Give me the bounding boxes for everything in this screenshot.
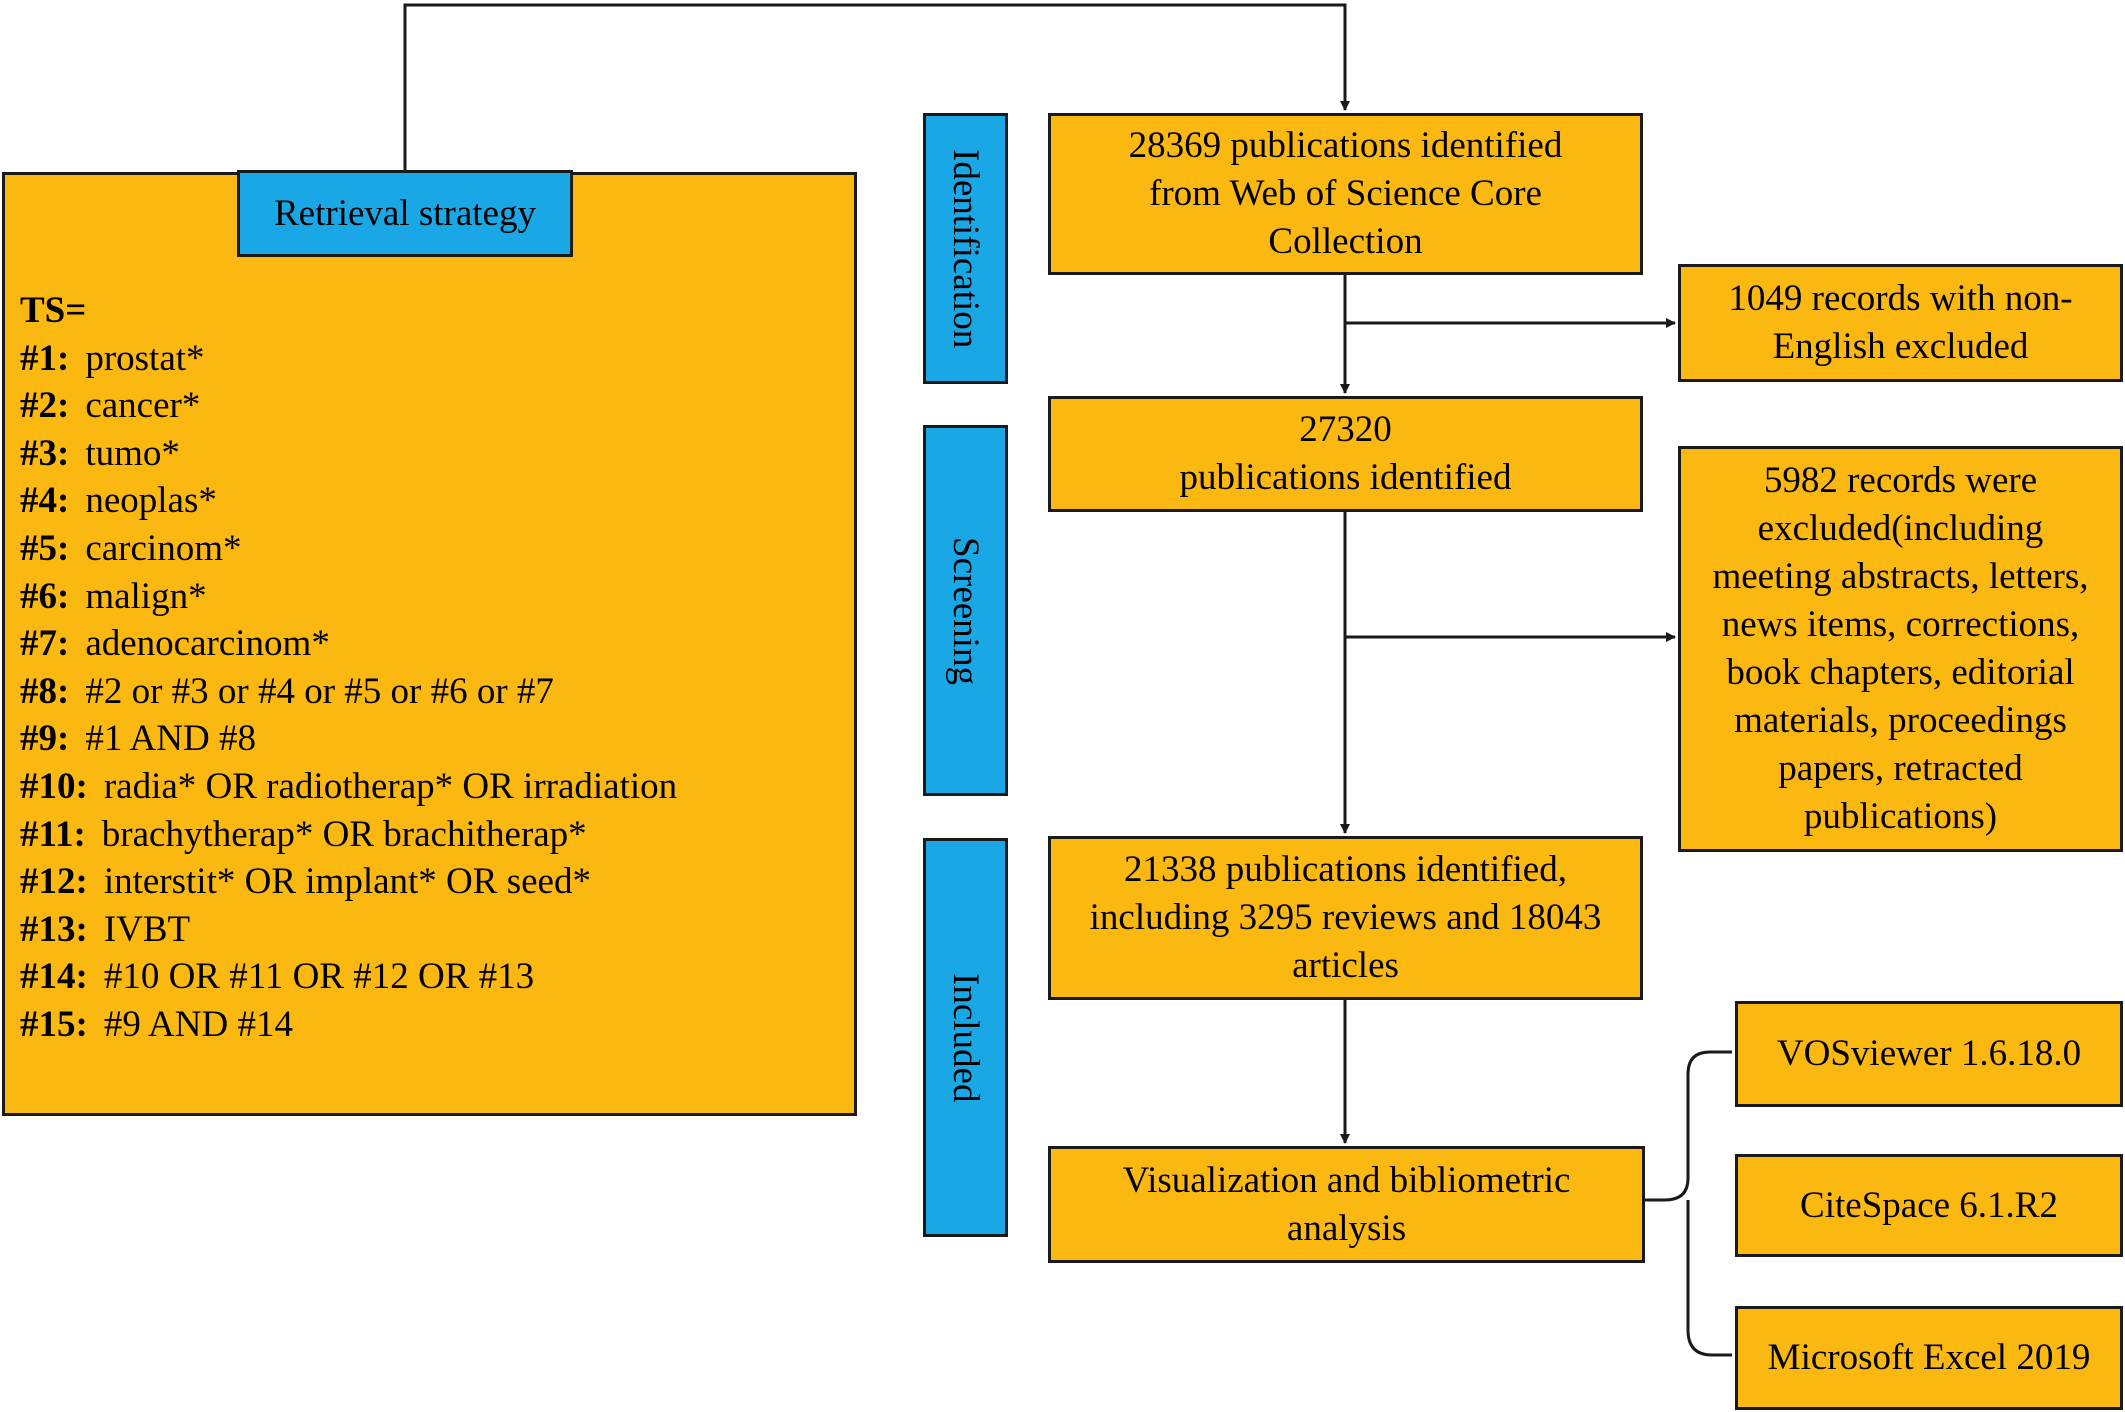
ts-label: TS= <box>20 290 87 331</box>
query-item: #4:neoplas* <box>20 480 217 522</box>
query-item: #1:prostat* <box>20 337 205 379</box>
query-item: #9:#1 AND #8 <box>20 718 256 760</box>
query-item: #10:radia* OR radiotherap* OR irradiatio… <box>20 765 678 807</box>
query-item: #3:tumo* <box>20 432 180 474</box>
query-item: #2:cancer* <box>20 385 201 427</box>
identified-box: 28369 publications identified from Web o… <box>1048 113 1643 275</box>
screened-box: 27320 publications identified <box>1048 396 1643 512</box>
included-box: 21338 publications identified, including… <box>1048 836 1643 1000</box>
stage-screening: Screening <box>923 425 1008 796</box>
query-list: TS= #1:prostat* #2:cancer* #3:tumo* #4:n… <box>20 287 677 1049</box>
query-item: #13:IVBT <box>20 908 191 950</box>
query-item: #12:interstit* OR implant* OR seed* <box>20 861 591 903</box>
language-exclusion-box: 1049 records with non- English excluded <box>1678 264 2123 382</box>
stage-identification: Identification <box>923 113 1008 384</box>
query-item: #14:#10 OR #11 OR #12 OR #13 <box>20 956 535 998</box>
tools-brace <box>1645 1050 1732 1357</box>
tool-citespace: CiteSpace 6.1.R2 <box>1735 1154 2123 1257</box>
type-exclusion-box: 5982 records were excluded(including mee… <box>1678 446 2123 852</box>
tool-vosviewer: VOSviewer 1.6.18.0 <box>1735 1001 2123 1107</box>
analysis-box: Visualization and bibliometric analysis <box>1048 1146 1645 1263</box>
retrieval-to-identification-arrow <box>403 3 1350 170</box>
stage-included: Included <box>923 838 1008 1237</box>
query-item: #6:malign* <box>20 575 207 617</box>
query-item: #11:brachytherap* OR brachitherap* <box>20 813 587 855</box>
query-item: #15:#9 AND #14 <box>20 1003 293 1045</box>
query-item: #7:adenocarcinom* <box>20 623 330 665</box>
tool-excel: Microsoft Excel 2019 <box>1735 1306 2123 1410</box>
query-item: #5:carcinom* <box>20 527 242 569</box>
query-item: #8:#2 or #3 or #4 or #5 or #6 or #7 <box>20 670 554 712</box>
retrieval-strategy-title: Retrieval strategy <box>237 170 573 257</box>
